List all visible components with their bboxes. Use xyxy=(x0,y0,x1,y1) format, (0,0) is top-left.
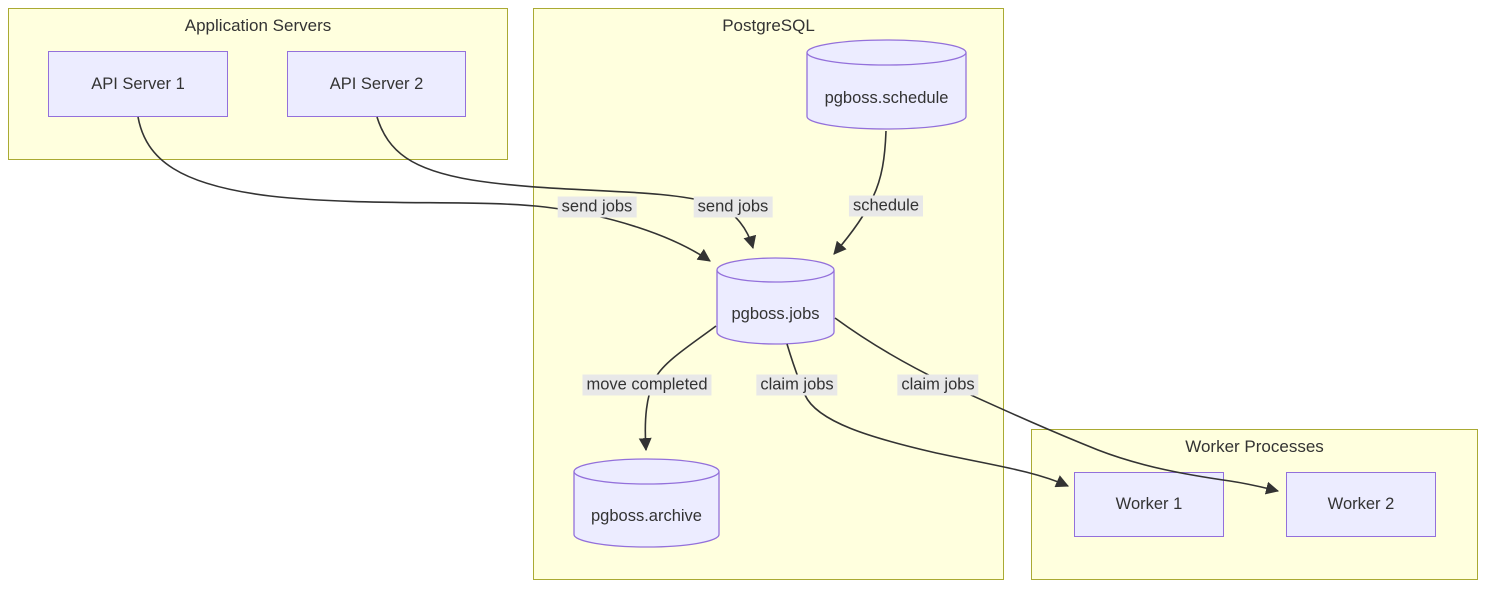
edge-label-claim-jobs-2: claim jobs xyxy=(897,374,979,396)
edge-label-claim-jobs-1: claim jobs xyxy=(756,374,838,396)
node-label-pgboss-archive: pgboss.archive xyxy=(591,507,702,525)
node-label-pgboss-jobs: pgboss.jobs xyxy=(731,304,820,323)
node-label-api-server-2: API Server 2 xyxy=(329,74,424,93)
node-label-worker-1: Worker 1 xyxy=(1115,495,1183,513)
edge-label-send-jobs-2: send jobs xyxy=(693,196,773,218)
node-pgboss-jobs: pgboss.jobs xyxy=(716,257,835,345)
node-api-server-1: API Server 1 xyxy=(48,51,228,117)
node-worker-2: Worker 2 xyxy=(1286,472,1436,537)
node-worker-1: Worker 1 xyxy=(1074,472,1224,537)
cylinder-icon xyxy=(716,257,835,345)
edge-label-send-jobs-1: send jobs xyxy=(557,196,637,218)
node-label-worker-2: Worker 2 xyxy=(1327,495,1395,513)
node-label-pgboss-schedule: pgboss.schedule xyxy=(824,88,949,107)
node-label-api-server-1: API Server 1 xyxy=(91,74,185,93)
cylinder-icon xyxy=(573,458,720,548)
subgraph-title-postgresql: PostgreSQL xyxy=(722,16,815,35)
subgraph-title-application-servers: Application Servers xyxy=(184,16,332,35)
edge-label-schedule: schedule xyxy=(848,195,924,217)
cylinder-icon xyxy=(806,39,967,130)
subgraph-title-worker-processes: Worker Processes xyxy=(1185,437,1324,456)
node-pgboss-schedule: pgboss.schedule xyxy=(806,39,967,130)
edge-label-move-completed: move completed xyxy=(582,374,712,396)
node-api-server-2: API Server 2 xyxy=(287,51,466,117)
node-pgboss-archive: pgboss.archive xyxy=(573,458,720,548)
